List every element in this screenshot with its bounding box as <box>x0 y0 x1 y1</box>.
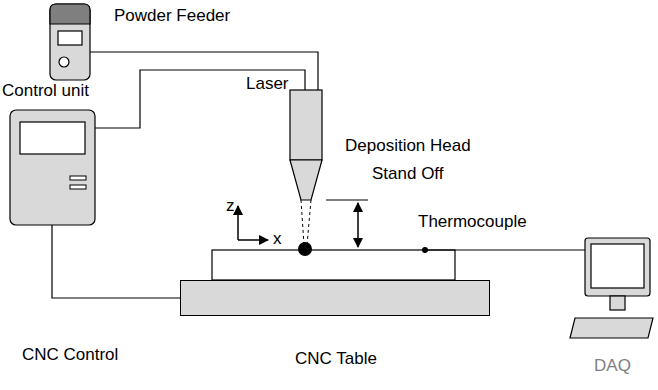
thermocouple-wire <box>422 247 585 253</box>
powder-feeder-icon <box>50 4 90 80</box>
edge-label: Laser <box>246 74 289 94</box>
node-label: CNC Table <box>295 349 377 369</box>
stand-off-dimension <box>326 200 368 247</box>
substrate-plate <box>212 250 455 280</box>
control-unit-node: Control unit <box>10 110 95 225</box>
diagram-label: x <box>273 229 282 249</box>
cnc-table-node: CNC Table <box>180 280 490 316</box>
control-unit-icon <box>10 110 95 225</box>
connector-line <box>52 225 180 298</box>
daq-computer-icon <box>570 238 653 338</box>
deposition-head-icon <box>290 90 322 256</box>
axis-arrows <box>238 206 268 240</box>
node-label: Control unit <box>2 81 89 101</box>
deposition-head-node: Deposition Head <box>290 90 322 200</box>
diagram-label: z <box>226 196 235 216</box>
node-label: DAQ <box>594 356 631 376</box>
node-label: Powder Feeder <box>114 6 230 26</box>
diagram-label: Stand Off <box>372 164 444 184</box>
daq-computer-node: DAQ <box>570 238 655 346</box>
connector-line <box>95 70 305 128</box>
diagram-label: CNC Control <box>22 345 118 365</box>
diagram-label: Thermocouple <box>418 212 527 232</box>
node-label: Deposition Head <box>345 136 471 156</box>
powder-feeder-node: Powder Feeder <box>50 4 90 80</box>
